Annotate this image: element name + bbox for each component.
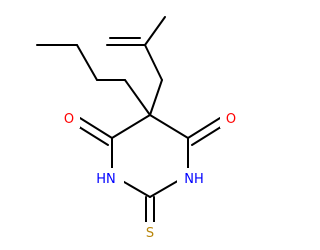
carbonyl-right-a: [187, 117, 221, 139]
butyl-bond-2: [76, 44, 98, 81]
carbonyl-right-b: [191, 124, 225, 146]
oxygen-right-label: O: [226, 112, 236, 127]
allyl-methyl-bond: [144, 16, 166, 46]
carbonyl-left-b: [75, 124, 109, 146]
allyl-cc-bond: [144, 44, 163, 81]
atoms: O O HN NH S: [58, 108, 242, 242]
butyl-bond-4: [124, 79, 151, 116]
ring-c5-c4: [111, 114, 151, 139]
bonds: [36, 16, 225, 226]
sulfur-label: S: [146, 226, 154, 241]
oxygen-left-label: O: [64, 112, 74, 127]
carbonyl-left-a: [79, 117, 113, 139]
nh-right-label: NH: [184, 172, 204, 187]
molecule-structure-diagram: O O HN NH S: [36, 16, 242, 242]
ring-c5-c6: [149, 114, 189, 139]
allyl-ch2-bond: [149, 79, 163, 116]
nh-left-label: HN: [96, 172, 116, 187]
